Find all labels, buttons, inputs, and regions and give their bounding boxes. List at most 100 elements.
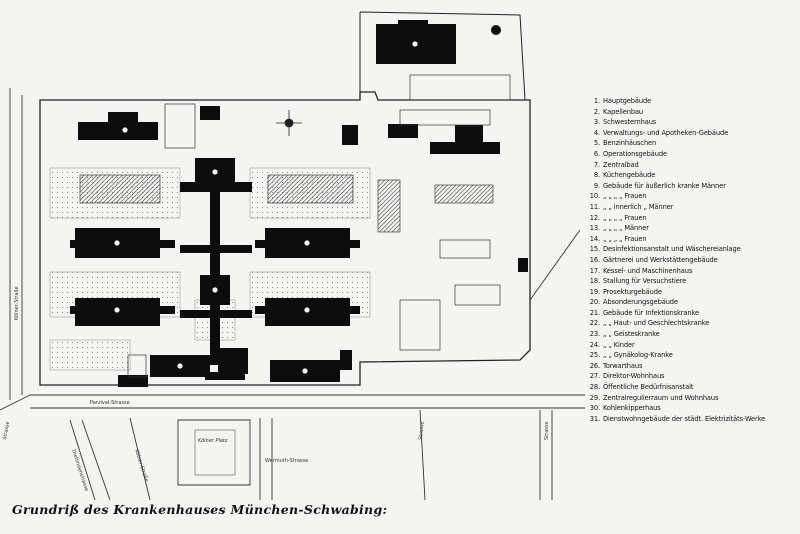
street-label-bottom-mid: Wermuth-Strasse [265,458,308,464]
legend-label: Gebäude für äußerlich kranke Männer [603,180,726,190]
legend-number: 20. [589,297,600,307]
legend-number: 31. [589,413,600,423]
legend-label: Operationsgebäude [603,148,667,158]
map-caption: Grundriß des Krankenhauses München-Schwa… [12,502,388,517]
legend-item: 20.Absonderungsgebäude [585,297,797,308]
street-label-diag2: Kölner-Straße [133,449,149,483]
legend-number: 8. [593,170,600,180]
legend-item: 18.Stallung für Versuchstiere [585,276,797,287]
legend-item: 29.Zentralregulierraum und Wohnhaus [585,393,797,404]
street-label-diag1: Dietlindenstrasse [70,449,89,492]
legend-number: 28. [589,382,600,392]
legend-label: Öffentliche Bedürfnisanstalt [603,382,694,392]
streets [0,88,585,501]
street-label-far-left: Strasse [2,421,11,440]
legend-number: 21. [589,307,600,317]
legend-item: 16.Gärtnerei und Werkstättengebäude [585,255,797,266]
legend-label: „ „ Geisteskranke [603,329,660,339]
street-label-bottom: Parzival-Strasse [90,400,130,406]
legend-item: 27.Direktor-Wohnhaus [585,371,797,382]
legend-number: 11. [589,201,600,211]
plaza-label: Kölner Platz [198,438,228,444]
legend-label: Gärtnerei und Werkstättengebäude [603,254,718,264]
legend-number: 2. [593,106,600,116]
legend-label: „ „ Kinder [603,339,635,349]
building-3 [200,106,220,120]
legend-number: 13. [589,223,600,233]
legend-number: 23. [589,329,600,339]
building-markers [114,41,418,374]
legend-label: „ „ „ „ Frauen [603,212,647,222]
legend-number: 5. [593,138,600,148]
building-13 [218,348,248,374]
legend-label: Küchengebäude [603,170,656,180]
legend-item: 10.„ „ „ „ Frauen [585,191,797,202]
legend-number: 4. [593,127,600,137]
legend-item: 25.„ „ Gynäkolog-Kranke [585,350,797,361]
planned-buildings [79,174,494,233]
legend-number: 1. [593,96,600,105]
legend-number: 22. [589,318,600,328]
legend-item: 9.Gebäude für äußerlich kranke Männer [585,181,797,192]
legend-item: 15.Desinfektionsanstalt und Wäschereianl… [585,244,797,255]
legend-number: 19. [589,286,600,296]
building-1 [78,122,158,140]
legend-item: 17.Kessel- und Maschinenhaus [585,266,797,277]
legend-number: 10. [589,191,600,201]
legend-item: 2.Kapellenbau [585,107,797,118]
legend-label: Prosekturgebäude [603,286,662,296]
legend-label: Gebäude für Infektionskranke [603,307,699,317]
legend-number: 18. [589,276,600,286]
legend-number: 29. [589,392,600,402]
legend-label: Direktor-Wohnhaus [603,371,665,381]
legend-item: 13.„ „ „ „ Männer [585,223,797,234]
legend-item: 14.„ „ „ „ Frauen [585,234,797,245]
legend-label: „ „ Haut- und Geschlechtskranke [603,318,710,328]
legend-number: 12. [589,212,600,222]
legend-item: 28.Öffentliche Bedürfnisanstalt [585,382,797,393]
legend-number: 17. [589,265,600,275]
legend-item: 21.Gebäude für Infektionskranke [585,308,797,319]
legend-item: 1.Hauptgebäude [585,96,797,107]
legend-item: 24.„ „ Kinder [585,340,797,351]
legend-number: 6. [593,148,600,158]
legend-item: 5.Benzinhäuschen [585,138,797,149]
legend-number: 7. [593,159,600,169]
legend-label: Desinfektionsanstalt und Wäschereianlage [603,244,741,254]
legend-item: 26.Torwarthaus [585,361,797,372]
legend-label: Torwarthaus [603,360,643,370]
legend-number: 26. [589,360,600,370]
legend-item: 4.Verwaltungs- und Apotheken-Gebäude [585,128,797,139]
legend-item: 19.Prosekturgebäude [585,287,797,298]
legend-number: 15. [589,244,600,254]
legend-number: 24. [589,339,600,349]
legend-label: Kapellenbau [603,106,644,116]
legend-item: 23.„ „ Geisteskranke [585,329,797,340]
street-label-right2: Strasse [544,421,550,440]
legend-label: Absonderungsgebäude [603,297,678,307]
legend-item: 8.Küchengebäude [585,170,797,181]
compass-icon [276,110,302,136]
legend-label: „ „ „ „ Männer [603,223,649,233]
legend-label: Dienstwohngebäude der städt. Elektrizitä… [603,413,766,423]
site-boundary [39,11,531,386]
legend-label: Verwaltungs- und Apotheken-Gebäude [603,127,729,137]
legend-number: 16. [589,254,600,264]
legend-label: Zentralbad [603,159,639,169]
legend-number: 30. [589,403,600,413]
building-2 [342,125,358,145]
legend-item: 31.Dienstwohngebäude der städt. Elektriz… [585,414,797,425]
legend-number: 3. [593,117,600,127]
legend-item: 6.Operationsgebäude [585,149,797,160]
legend-number: 25. [589,350,600,360]
legend-label: Kohlenkipperhaus [603,403,661,413]
legend-label: „ „ Gynäkolog-Kranke [603,350,673,360]
legend-item: 11.„ „ innerlich „ Männer [585,202,797,213]
legend-label: Zentralregulierraum und Wohnhaus [603,392,719,402]
legend-label: Stallung für Versuchstiere [603,276,687,286]
street-label-left: Kölner-Straße [14,286,20,320]
legend-label: Kessel- und Maschinenhaus [603,265,693,275]
outlined-buildings [127,74,511,378]
